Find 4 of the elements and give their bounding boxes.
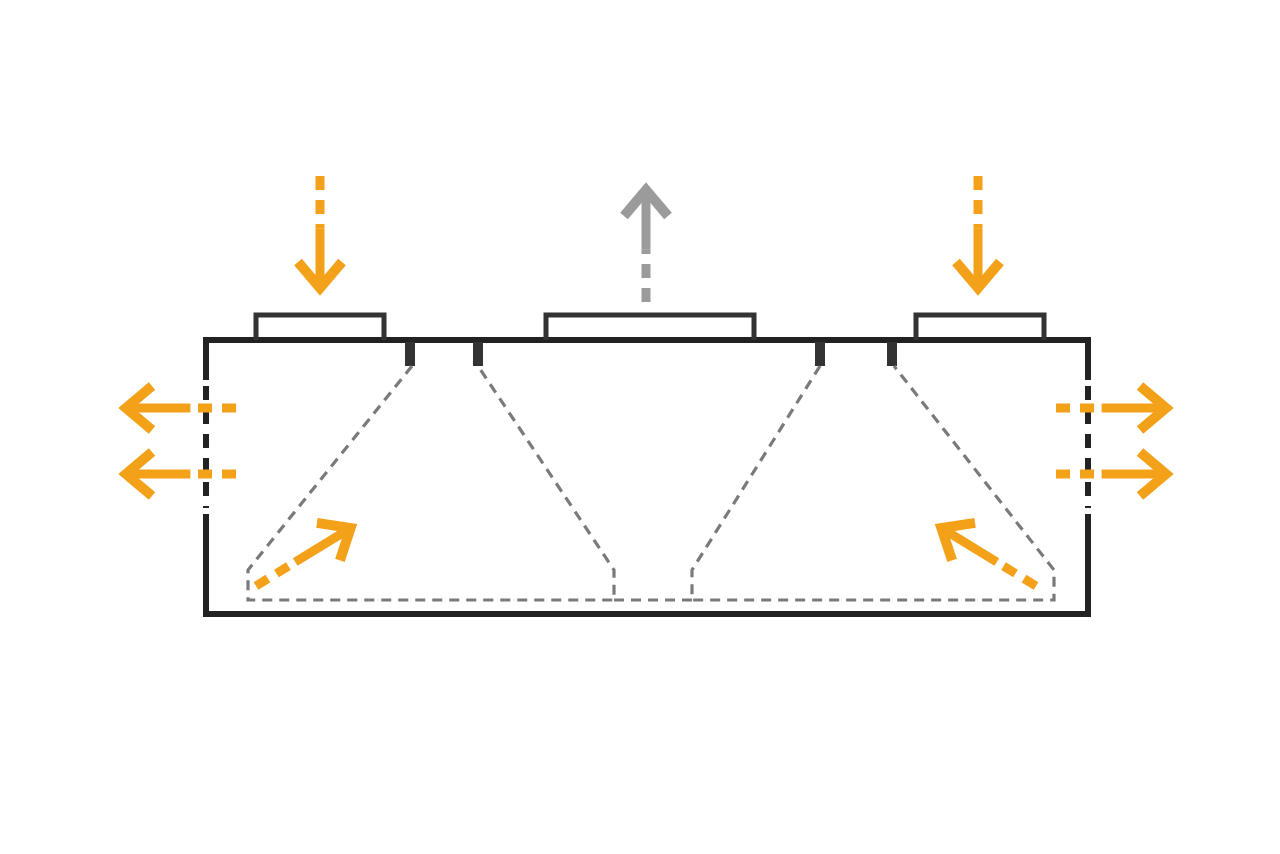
roof-vent	[913, 312, 1047, 340]
roof-vent	[253, 312, 387, 340]
building-outline	[203, 334, 1091, 620]
roof-vent	[543, 312, 757, 340]
